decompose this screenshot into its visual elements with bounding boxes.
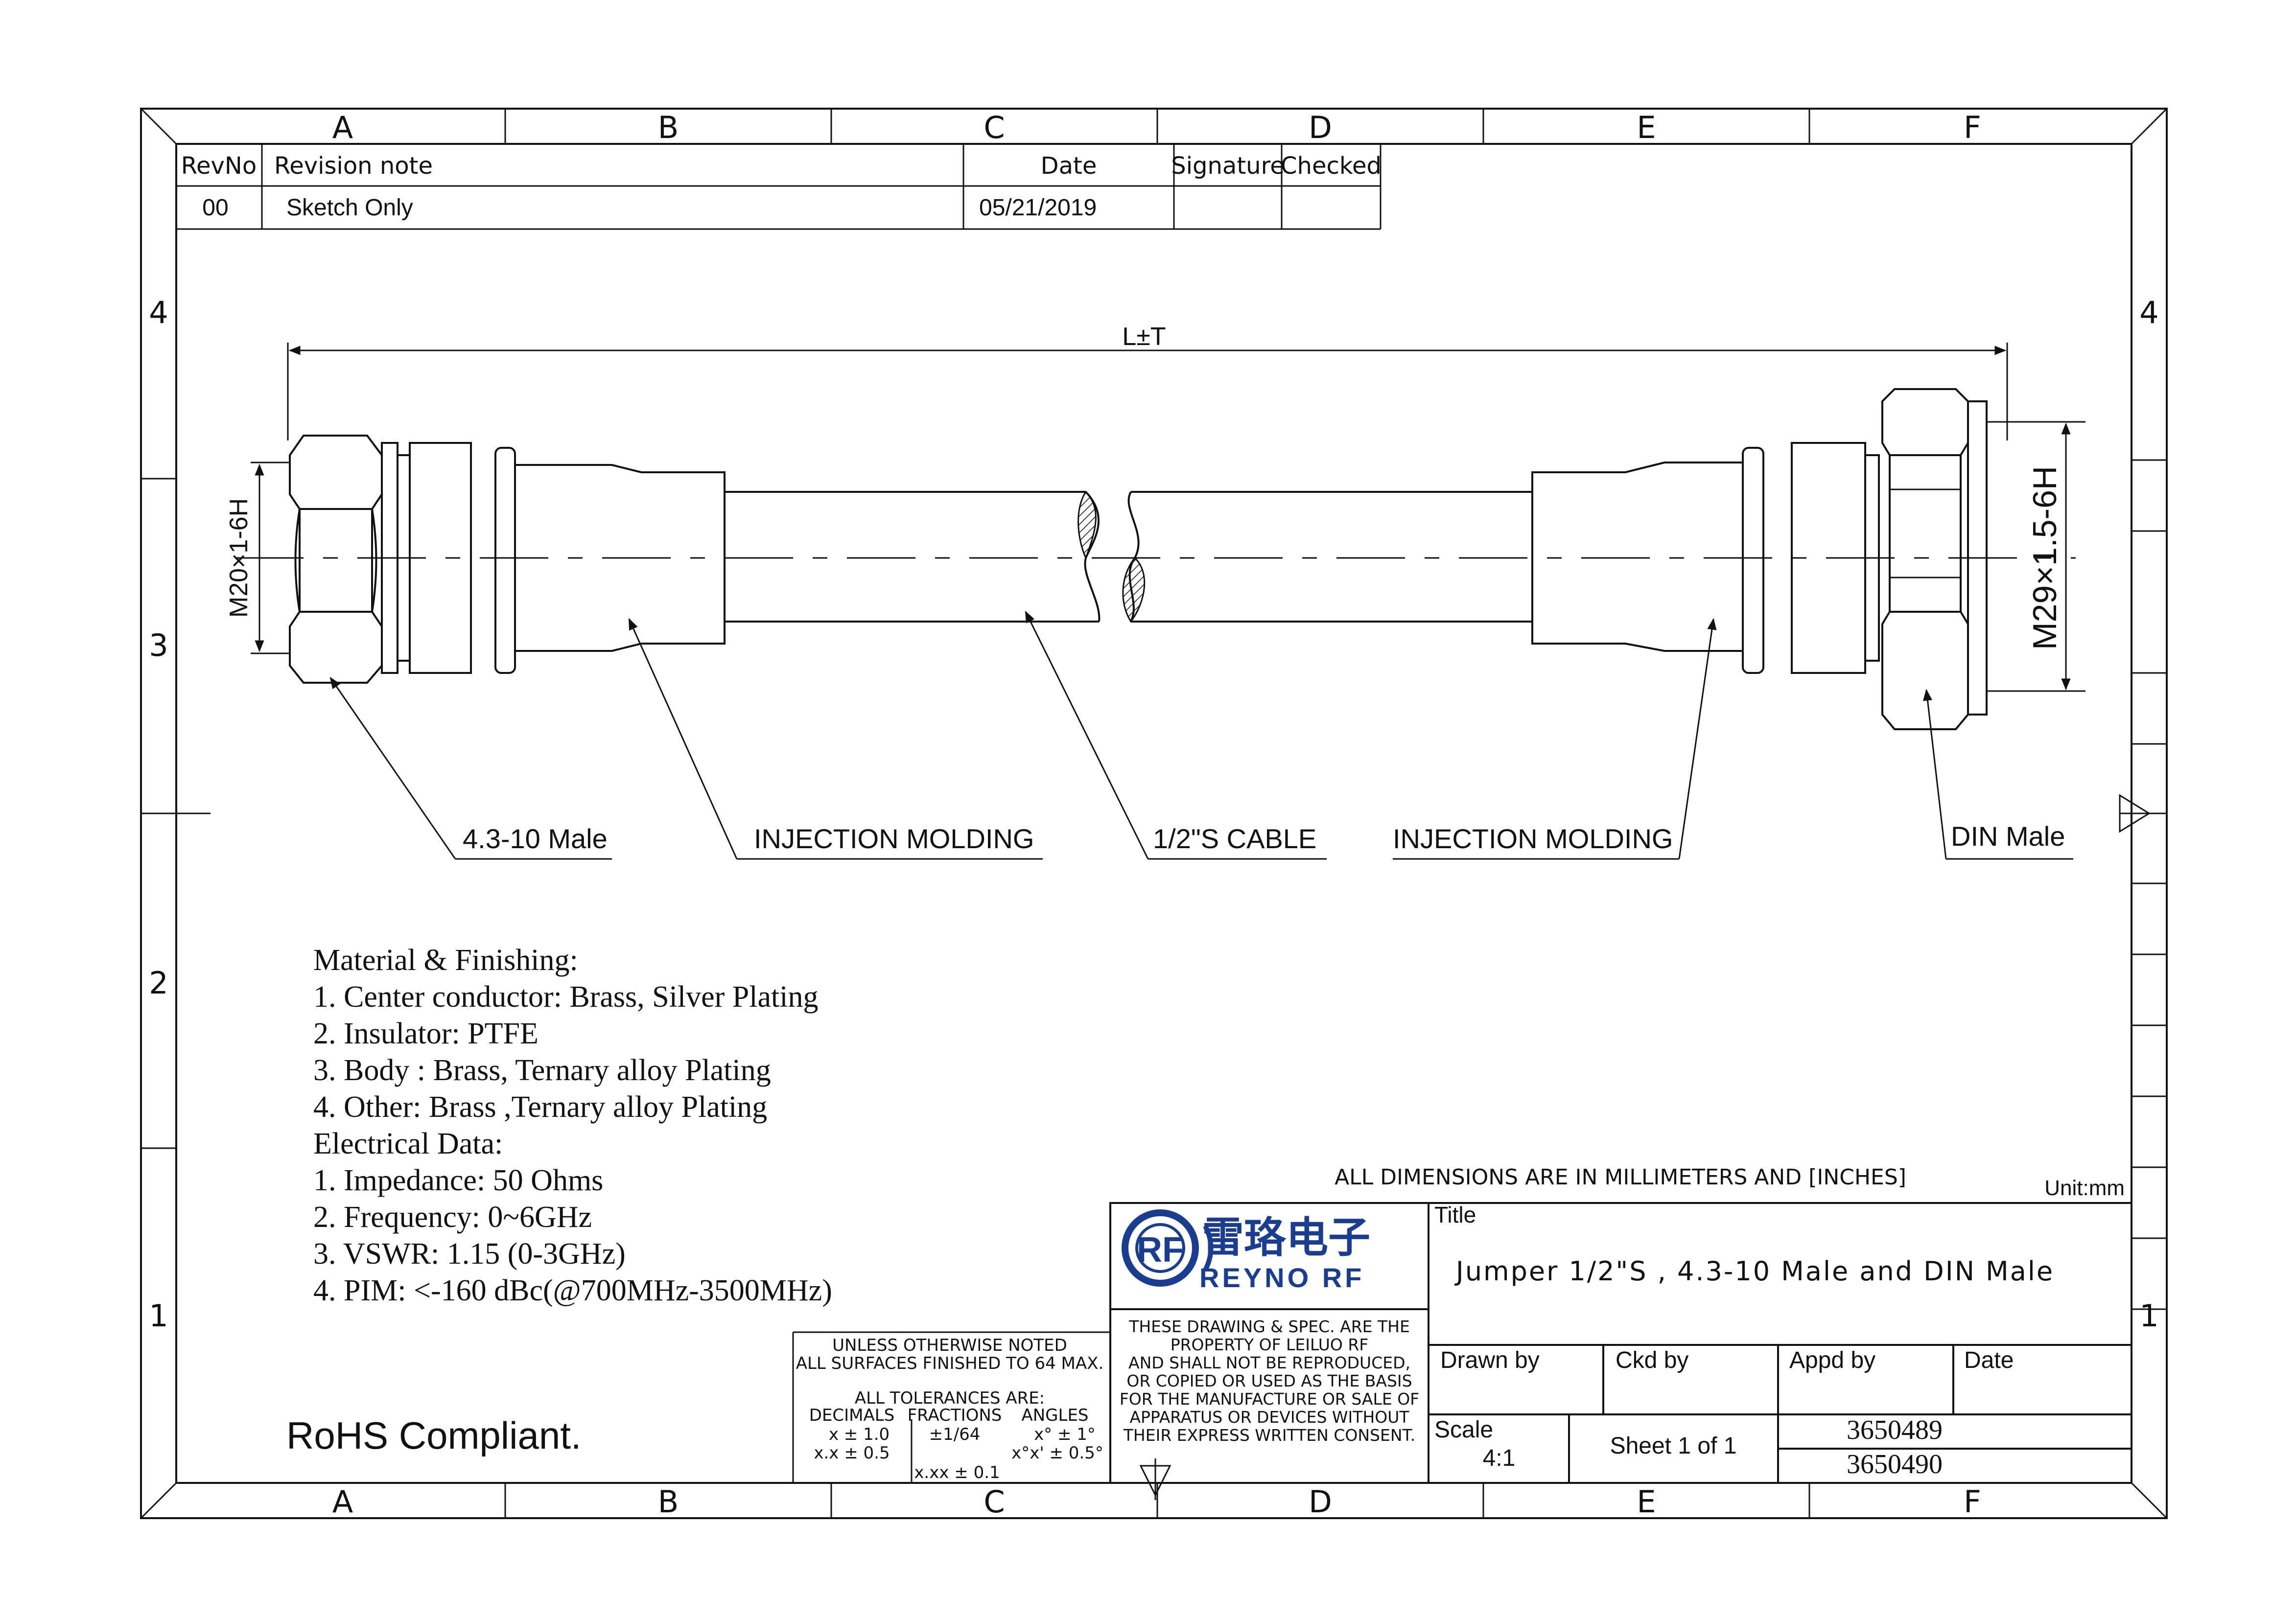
spec-line: 2. Frequency: 0~6GHz: [313, 1201, 592, 1234]
property-line: THEIR EXPRESS WRITTEN CONSENT.: [1123, 1426, 1415, 1445]
right-thread-dimension: [1987, 421, 2085, 692]
callout-left-molding: INJECTION MOLDING: [754, 823, 1034, 854]
tolerance-fractions-header: FRACTIONS: [908, 1406, 1002, 1425]
callout-right-connector: DIN Male: [1951, 821, 2065, 852]
rohs-compliance: RoHS Compliant.: [286, 1414, 582, 1457]
rev-header-note: Revision note: [274, 152, 433, 180]
company-name-en: REYNO RF: [1199, 1262, 1364, 1293]
property-line: THESE DRAWING & SPEC. ARE THE: [1128, 1317, 1410, 1336]
spec-line: 3. Body : Brass, Ternary alloy Plating: [313, 1054, 771, 1087]
right-connector-din-male: [1531, 388, 1988, 730]
drawn-by-label: Drawn by: [1440, 1347, 1540, 1373]
property-line: OR COPIED OR USED AS THE BASIS: [1126, 1371, 1412, 1390]
col-label-top-d: D: [1309, 110, 1332, 145]
revision-table: RevNo Revision note Date Signature Check…: [176, 144, 1382, 230]
sheet-number: Sheet 1 of 1: [1610, 1433, 1737, 1459]
col-label-bottom-e: E: [1637, 1484, 1656, 1520]
tolerance-fraction-1: ±1/64: [929, 1425, 981, 1444]
tolerance-decimals-header: DECIMALS: [809, 1406, 895, 1425]
ckd-by-label: Ckd by: [1616, 1347, 1688, 1373]
rev-header-signature: Signature: [1171, 152, 1285, 180]
spec-line: Electrical Data:: [313, 1127, 503, 1160]
col-label-top-a: A: [332, 110, 353, 145]
callout-right-molding: INJECTION MOLDING: [1393, 823, 1673, 854]
col-label-top-b: B: [658, 110, 679, 145]
col-label-bottom-c: C: [984, 1484, 1005, 1520]
col-label-bottom-a: A: [332, 1484, 353, 1520]
dimensions-note: ALL DIMENSIONS ARE IN MILLIMETERS AND [I…: [1335, 1165, 1906, 1190]
tolerance-angle-1: x° ± 1°: [1034, 1425, 1096, 1444]
property-line: AND SHALL NOT BE REPRODUCED,: [1128, 1353, 1410, 1372]
tolerance-line1: UNLESS OTHERWISE NOTED: [832, 1336, 1067, 1355]
spec-line: Material & Finishing:: [313, 944, 578, 977]
left-connector-4-3-10-male: [289, 435, 726, 684]
company-name-cn: 雷珞电子: [1202, 1214, 1370, 1261]
specifications-notes: Material & Finishing: 1. Center conducto…: [313, 944, 832, 1307]
rev-header-revno: RevNo: [181, 152, 257, 180]
appd-by-label: Appd by: [1789, 1347, 1875, 1373]
rev-header-checked: Checked: [1281, 152, 1382, 180]
date-label: Date: [1964, 1347, 2014, 1373]
logo-letters: RF: [1137, 1230, 1184, 1270]
col-label-bottom-d: D: [1309, 1484, 1332, 1520]
left-thread-label: M20×1-6H: [225, 498, 253, 618]
overall-length-dimension: [287, 343, 2008, 440]
callout-left-connector: 4.3-10 Male: [463, 823, 608, 854]
zone-labels: A B C D E F A B C D E F 4 3 2 1 4 1: [149, 110, 2158, 1520]
row-label-left-3: 3: [149, 627, 168, 663]
property-line: APPARATUS OR DEVICES WITHOUT: [1129, 1408, 1409, 1427]
property-line: PROPERTY OF LEILUO RF: [1171, 1335, 1369, 1354]
tolerance-fraction-2: x.xx ± 0.1: [914, 1463, 1000, 1482]
spec-line: 1. Center conductor: Brass, Silver Plati…: [313, 980, 818, 1014]
spec-line: 3. VSWR: 1.15 (0-3GHz): [313, 1237, 626, 1271]
scale-label: Scale: [1434, 1417, 1493, 1443]
drawing-title: Jumper 1/2"S , 4.3-10 Male and DIN Male: [1454, 1256, 2054, 1287]
logo-ring-icon: [1122, 1209, 1199, 1287]
row-label-right-1: 1: [2139, 1298, 2158, 1334]
spec-line: 2. Insulator: PTFE: [313, 1017, 539, 1050]
right-thread-label: M29×1.5-6H: [2026, 466, 2063, 650]
part-number-2: 3650490: [1847, 1449, 1943, 1479]
spec-line: 1. Impedance: 50 Ohms: [313, 1164, 603, 1197]
title-block: RF 雷珞电子 REYNO RF THESE DRAWING & SPEC. A…: [1109, 1202, 2132, 1500]
overall-length-label: L±T: [1122, 323, 1166, 351]
tolerance-angles-header: ANGLES: [1021, 1406, 1088, 1425]
rev-row-date: 05/21/2019: [979, 195, 1097, 221]
col-label-top-c: C: [984, 110, 1005, 145]
company-logo: RF 雷珞电子 REYNO RF: [1122, 1209, 1370, 1293]
callout-leaders: [329, 610, 2073, 860]
rev-row-note: Sketch Only: [286, 195, 413, 221]
row-label-left-1: 1: [149, 1298, 168, 1334]
part-number-1: 3650489: [1847, 1415, 1943, 1445]
col-label-top-f: F: [1964, 110, 1981, 145]
col-label-bottom-f: F: [1964, 1484, 1981, 1520]
projection-symbol-icon: [1139, 1458, 1171, 1500]
row-label-left-4: 4: [149, 295, 168, 330]
callout-cable: 1/2"S CABLE: [1153, 823, 1316, 854]
tolerance-decimal-2: x.x ± 0.5: [814, 1443, 890, 1463]
col-label-top-e: E: [1637, 110, 1656, 145]
logo-signal-icon: [1203, 1225, 1214, 1271]
jumper-assembly-drawing: [235, 343, 2085, 860]
col-label-bottom-b: B: [658, 1484, 679, 1520]
spec-line: 4. PIM: <-160 dBc(@700MHz-3500MHz): [313, 1274, 832, 1307]
tolerance-line3: ALL TOLERANCES ARE:: [855, 1388, 1045, 1408]
property-line: FOR THE MANUFACTURE OR SALE OF: [1120, 1389, 1419, 1409]
tolerance-decimal-1: x ± 1.0: [829, 1425, 890, 1444]
unit-label: Unit:mm: [2044, 1176, 2125, 1200]
cable-right-segment: [1122, 491, 1532, 623]
tolerance-line2: ALL SURFACES FINISHED TO 64 MAX.: [796, 1354, 1104, 1373]
spec-line: 4. Other: Brass ,Ternary alloy Plating: [313, 1090, 767, 1124]
rev-row-revno: 00: [202, 195, 228, 221]
tolerance-angle-2: x°x' ± 0.5°: [1011, 1443, 1103, 1463]
row-label-left-2: 2: [149, 965, 168, 1001]
title-label: Title: [1434, 1202, 1476, 1227]
tolerance-block: UNLESS OTHERWISE NOTED ALL SURFACES FINI…: [792, 1331, 1110, 1483]
rev-header-date: Date: [1041, 152, 1097, 180]
scale-value: 4:1: [1483, 1445, 1516, 1471]
row-label-right-4: 4: [2139, 295, 2158, 330]
cable-left-segment: [725, 490, 1101, 623]
